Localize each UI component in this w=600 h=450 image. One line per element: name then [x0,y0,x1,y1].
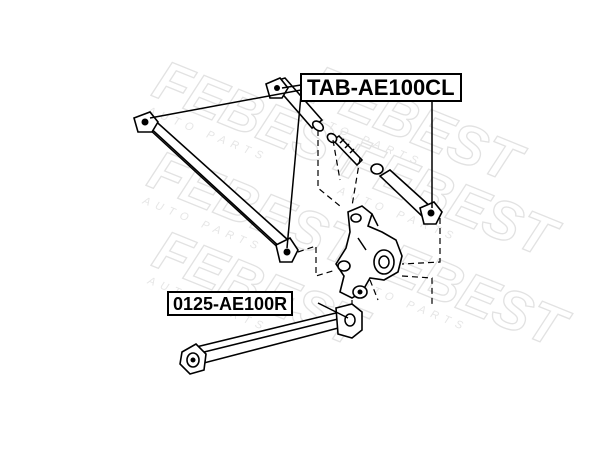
bushing-hole [274,85,280,91]
bushing-hole [427,209,435,217]
lower-arm-end-bracket [335,303,363,339]
rear-knuckle [335,205,403,299]
toe-adjust-rod [265,77,443,225]
part-number-label-upper: TAB-AE100CL [300,73,462,102]
bushing-hole [141,118,149,126]
lower-control-arm [179,303,363,375]
lock-nut [370,163,384,175]
part-number-label-lower: 0125-AE100R [167,291,294,316]
bushing-hole [283,248,291,256]
upper-lateral-arm [133,111,299,263]
hub-bore [373,249,395,275]
